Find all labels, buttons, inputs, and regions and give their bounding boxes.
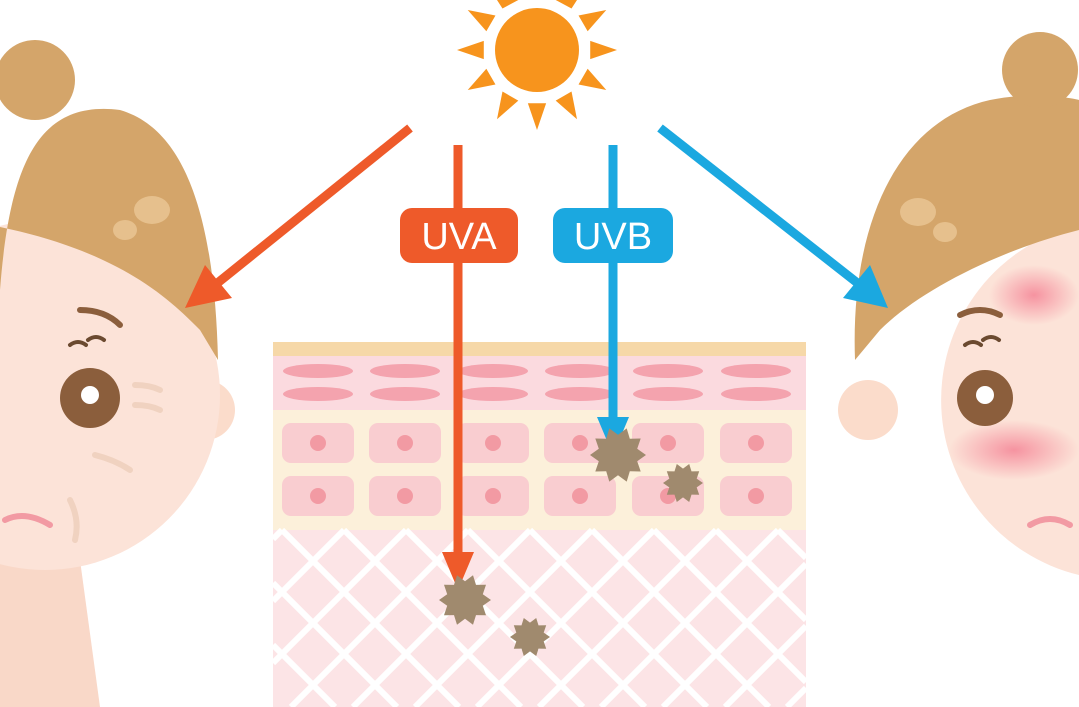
collagen-fiber [412,527,595,707]
uvb-label-badge: UVB [553,208,673,263]
collagen-fiber [722,623,809,707]
cell-nucleus [310,435,326,451]
flat-cell [721,387,791,401]
cell-nucleus [397,435,413,451]
collagen-fiber [270,527,409,666]
cell-nucleus [748,435,764,451]
collagen-fiber [598,527,781,707]
collagen-fiber [288,527,471,707]
sun-ray [555,0,577,9]
dermis-layer [273,530,806,707]
collagen-fiber [775,527,809,561]
cell-nucleus [572,488,588,504]
sun-ray [467,10,496,32]
epidermis-cells-flat [283,364,791,401]
left-hair [0,108,218,360]
collagen-fiber [536,527,719,707]
flat-cell [370,364,440,378]
uvb-arrow-to-face [657,124,888,308]
sun-ray [457,40,484,60]
uvb-label: UVB [574,216,652,258]
dermis-collagen-lattice [270,527,809,707]
cell-nucleus [485,435,501,451]
flat-cell [458,364,528,378]
flat-cell [545,387,615,401]
skin-surface-layer [273,342,806,356]
cell-nucleus [748,488,764,504]
epidermis-basal-layer [273,410,806,530]
uva-arrow-to-face [185,124,413,308]
pigment-spot [590,428,646,482]
flat-cell [633,387,703,401]
collagen-fiber [784,685,809,707]
flat-cell [545,364,615,378]
skin-cross-section [270,342,809,707]
cell-nucleus [660,435,676,451]
right-face-sunburn [838,32,1079,575]
collagen-fiber [651,527,809,685]
flat-cell [283,364,353,378]
collagen-fiber [713,527,809,623]
sun-ray [497,91,519,120]
flat-cell [721,364,791,378]
sun-ray [497,0,519,9]
cell-nucleus [397,488,413,504]
epidermis-top-layer [273,356,806,410]
uva-label: UVA [421,216,497,258]
uva-label-badge: UVA [400,208,518,263]
flat-cell [633,364,703,378]
pigment-spot [510,618,550,656]
sun-ray [527,103,547,130]
sun-ray [590,40,617,60]
collagen-fiber [660,561,809,707]
pigment-spots [439,428,703,656]
right-ear [838,380,898,440]
flat-cell [458,387,528,401]
pigment-spot [663,464,703,502]
collagen-fiber [474,527,657,707]
collagen-fiber [270,527,285,542]
cell-nucleus [485,488,501,504]
pigment-spot [439,575,491,625]
cell-nucleus [310,488,326,504]
collagen-fiber [350,527,533,707]
collagen-fiber [270,527,347,604]
epidermis-cells [282,423,792,516]
sun-ray [467,68,496,90]
sun-ray [578,10,607,32]
sun-ray [555,91,577,120]
right-hair [854,95,1079,361]
flat-cell [370,387,440,401]
sun-ray [578,68,607,90]
cell-nucleus [572,435,588,451]
left-face-aged [0,40,235,707]
sun-icon [457,0,617,130]
flat-cell [283,387,353,401]
